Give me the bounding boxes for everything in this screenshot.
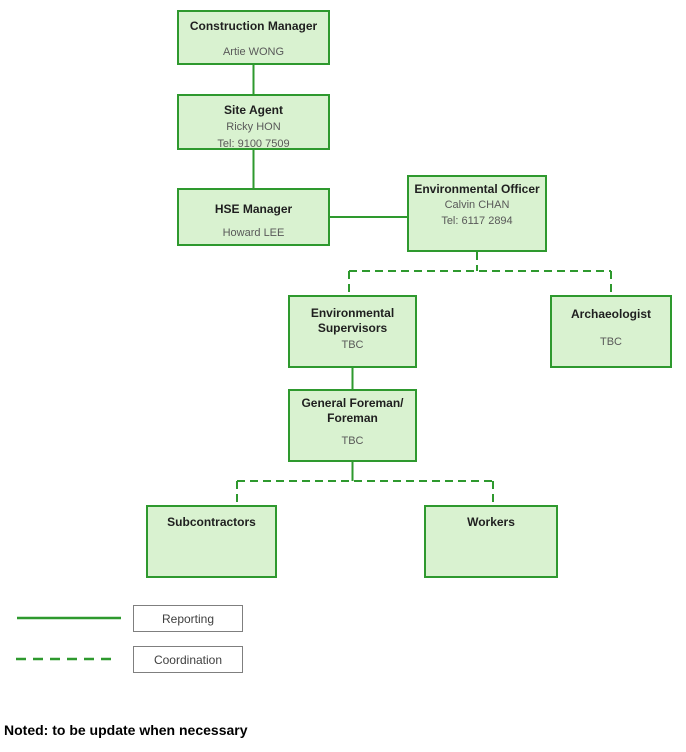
legend-coordination-label-box: Coordination	[133, 646, 243, 673]
legend-reporting-label-box: Reporting	[133, 605, 243, 632]
node-title: Archaeologist	[570, 307, 651, 321]
legend-reporting-label: Reporting	[161, 611, 215, 626]
node-title: HSE Manager	[214, 202, 293, 216]
node-environmental-officer: Environmental Officer Calvin CHAN Tel: 6…	[407, 175, 547, 252]
node-workers: Workers	[424, 505, 558, 578]
node-title: Environmental Officer	[414, 182, 540, 196]
node-title: Subcontractors	[167, 515, 256, 529]
node-person: TBC	[341, 339, 364, 351]
node-title: Construction Manager	[189, 19, 318, 33]
node-environmental-supervisors: Environmental Supervisors TBC	[288, 295, 417, 368]
node-person: TBC	[600, 336, 622, 348]
node-title: General Foreman/ Foreman	[301, 396, 404, 425]
legend-coordination-label: Coordination	[153, 652, 223, 667]
node-subcontractors: Subcontractors	[146, 505, 277, 578]
node-title: Site Agent	[224, 103, 283, 117]
node-hse-manager: HSE Manager Howard LEE	[177, 188, 330, 246]
node-person: Howard LEE	[222, 227, 285, 239]
node-person: Calvin CHAN	[444, 199, 510, 211]
node-person: Ricky HON	[226, 121, 281, 133]
footer-note: Noted: to be update when necessary	[4, 722, 248, 738]
node-general-foreman: General Foreman/ Foreman TBC	[288, 389, 417, 462]
node-person: TBC	[341, 435, 364, 447]
node-phone: Tel: 6117 2894	[441, 215, 513, 227]
node-phone: Tel: 9100 7509	[217, 138, 290, 150]
node-title: Environmental Supervisors	[310, 306, 395, 335]
node-person: Artie WONG	[222, 46, 285, 58]
node-construction-manager: Construction Manager Artie WONG	[177, 10, 330, 65]
node-site-agent: Site Agent Ricky HON Tel: 9100 7509	[177, 94, 330, 150]
node-archaeologist: Archaeologist TBC	[550, 295, 672, 368]
node-title: Workers	[467, 515, 515, 529]
